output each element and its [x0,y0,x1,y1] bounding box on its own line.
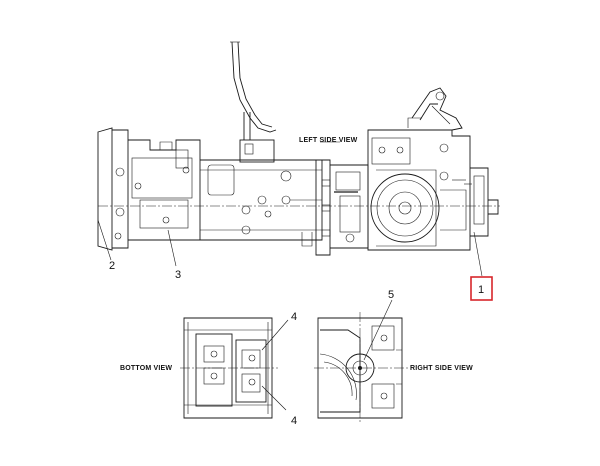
bottom-view-label: BOTTOM VIEW [120,365,172,372]
leader-1 [473,231,483,277]
right-side-view-drawing [314,312,408,424]
callout-4-top: 4 [291,311,297,323]
callout-4-bottom: 4 [291,415,297,427]
callout-1: 1 [478,284,484,296]
leader-2 [97,219,112,261]
callout-5: 5 [388,289,394,301]
leader-4-bottom [261,385,287,411]
callout-3: 3 [175,269,181,281]
callout-1-highlight[interactable]: 1 [470,276,493,301]
right-side-view-label: RIGHT SIDE VIEW [410,365,473,372]
left-side-view-drawing [97,41,500,256]
leader-3 [167,229,177,267]
bottom-view-drawing [180,317,278,419]
leader-5 [363,299,393,361]
left-side-view-label: LEFT SIDE VIEW [299,137,358,144]
callout-2: 2 [109,260,115,272]
leader-4-top [261,319,289,351]
highlight-box [470,276,493,301]
